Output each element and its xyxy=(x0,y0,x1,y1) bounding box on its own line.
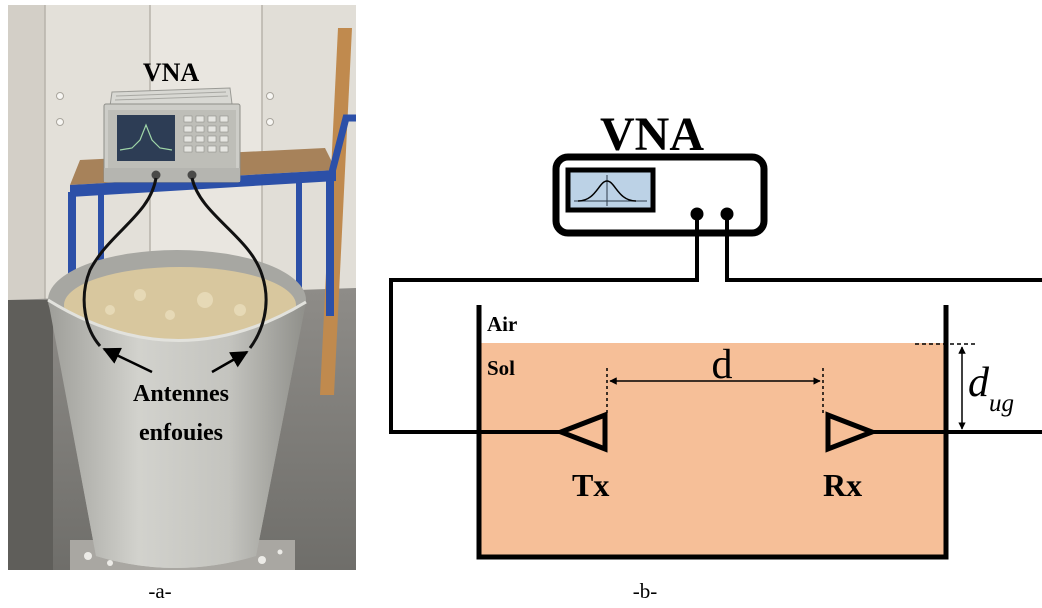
tx-label: Tx xyxy=(572,467,609,503)
vna-screen-icon xyxy=(568,170,653,210)
depth-label-subscript: ug xyxy=(989,390,1014,417)
floor-shadow xyxy=(8,300,53,570)
port-2-icon xyxy=(721,208,734,221)
soil-label: Sol xyxy=(487,356,515,380)
photo-antennas-label-line2: enfouies xyxy=(139,420,223,446)
panel-a-photo xyxy=(8,5,356,570)
diagram-vna-label: VNA xyxy=(600,108,704,161)
cabinet-panel xyxy=(8,5,45,305)
vna-bottom-strip xyxy=(104,168,240,182)
vna-instrument-photo xyxy=(104,88,240,182)
depth-label: dug xyxy=(968,360,1014,417)
caption-panel-b: -b- xyxy=(633,579,658,603)
caption-panel-a: -a- xyxy=(148,579,171,603)
photo-antennas-label-line1: Antennes xyxy=(133,381,229,407)
depth-label-main: d xyxy=(968,360,990,406)
port-1-icon xyxy=(691,208,704,221)
panel-b-diagram: VNA Air Sol d Tx Rx dug xyxy=(391,108,1042,557)
air-label: Air xyxy=(487,312,517,336)
vna-screen xyxy=(117,115,175,161)
cart-front-leg xyxy=(326,176,334,316)
distance-label: d xyxy=(712,342,733,388)
rx-label: Rx xyxy=(823,467,862,503)
cable-rx-upper xyxy=(727,220,1042,280)
photo-vna-label: VNA xyxy=(143,58,200,87)
